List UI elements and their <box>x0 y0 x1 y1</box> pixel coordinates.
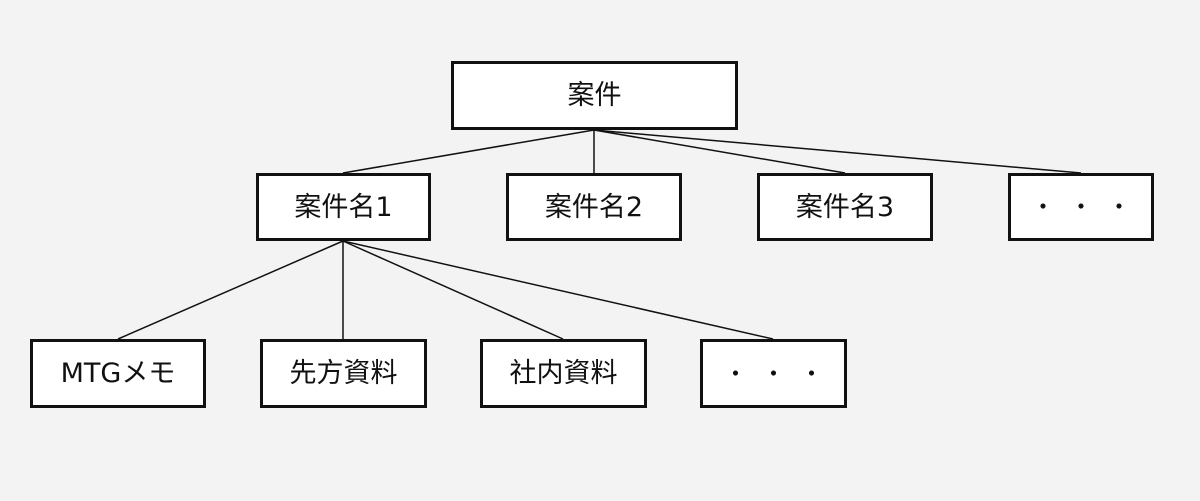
edge-child-1-to-grandchild-1 <box>117 240 344 340</box>
root-node-label: 案件 <box>567 80 622 111</box>
child-node-more-label: ・・・ <box>1031 193 1145 221</box>
grandchild-node-2-label: 先方資料 <box>289 358 398 389</box>
child-node-1: 案件名1 <box>256 173 431 241</box>
child-node-3: 案件名3 <box>757 173 933 241</box>
child-node-2-label: 案件名2 <box>544 191 644 223</box>
grandchild-node-more: ・・・ <box>700 339 847 408</box>
grandchild-node-3: 社内資料 <box>480 339 647 408</box>
grandchild-node-3-label: 社内資料 <box>509 358 618 389</box>
grandchild-node-2: 先方資料 <box>260 339 427 408</box>
edge-child-1-to-grandchild-3 <box>342 240 564 340</box>
edge-root-to-child-3 <box>593 129 846 174</box>
edge-root-to-child-4 <box>593 129 1082 174</box>
child-node-more: ・・・ <box>1008 173 1154 241</box>
root-node: 案件 <box>451 61 738 130</box>
grandchild-node-1-label: MTGメモ <box>60 358 176 389</box>
grandchild-node-1: MTGメモ <box>30 339 206 408</box>
edge-child-1-to-grandchild-4 <box>342 240 774 340</box>
child-node-1-label: 案件名1 <box>294 191 393 223</box>
edge-root-to-child-1 <box>342 129 595 174</box>
child-node-2: 案件名2 <box>506 173 682 241</box>
grandchild-node-more-label: ・・・ <box>723 359 838 388</box>
child-node-3-label: 案件名3 <box>795 191 895 223</box>
